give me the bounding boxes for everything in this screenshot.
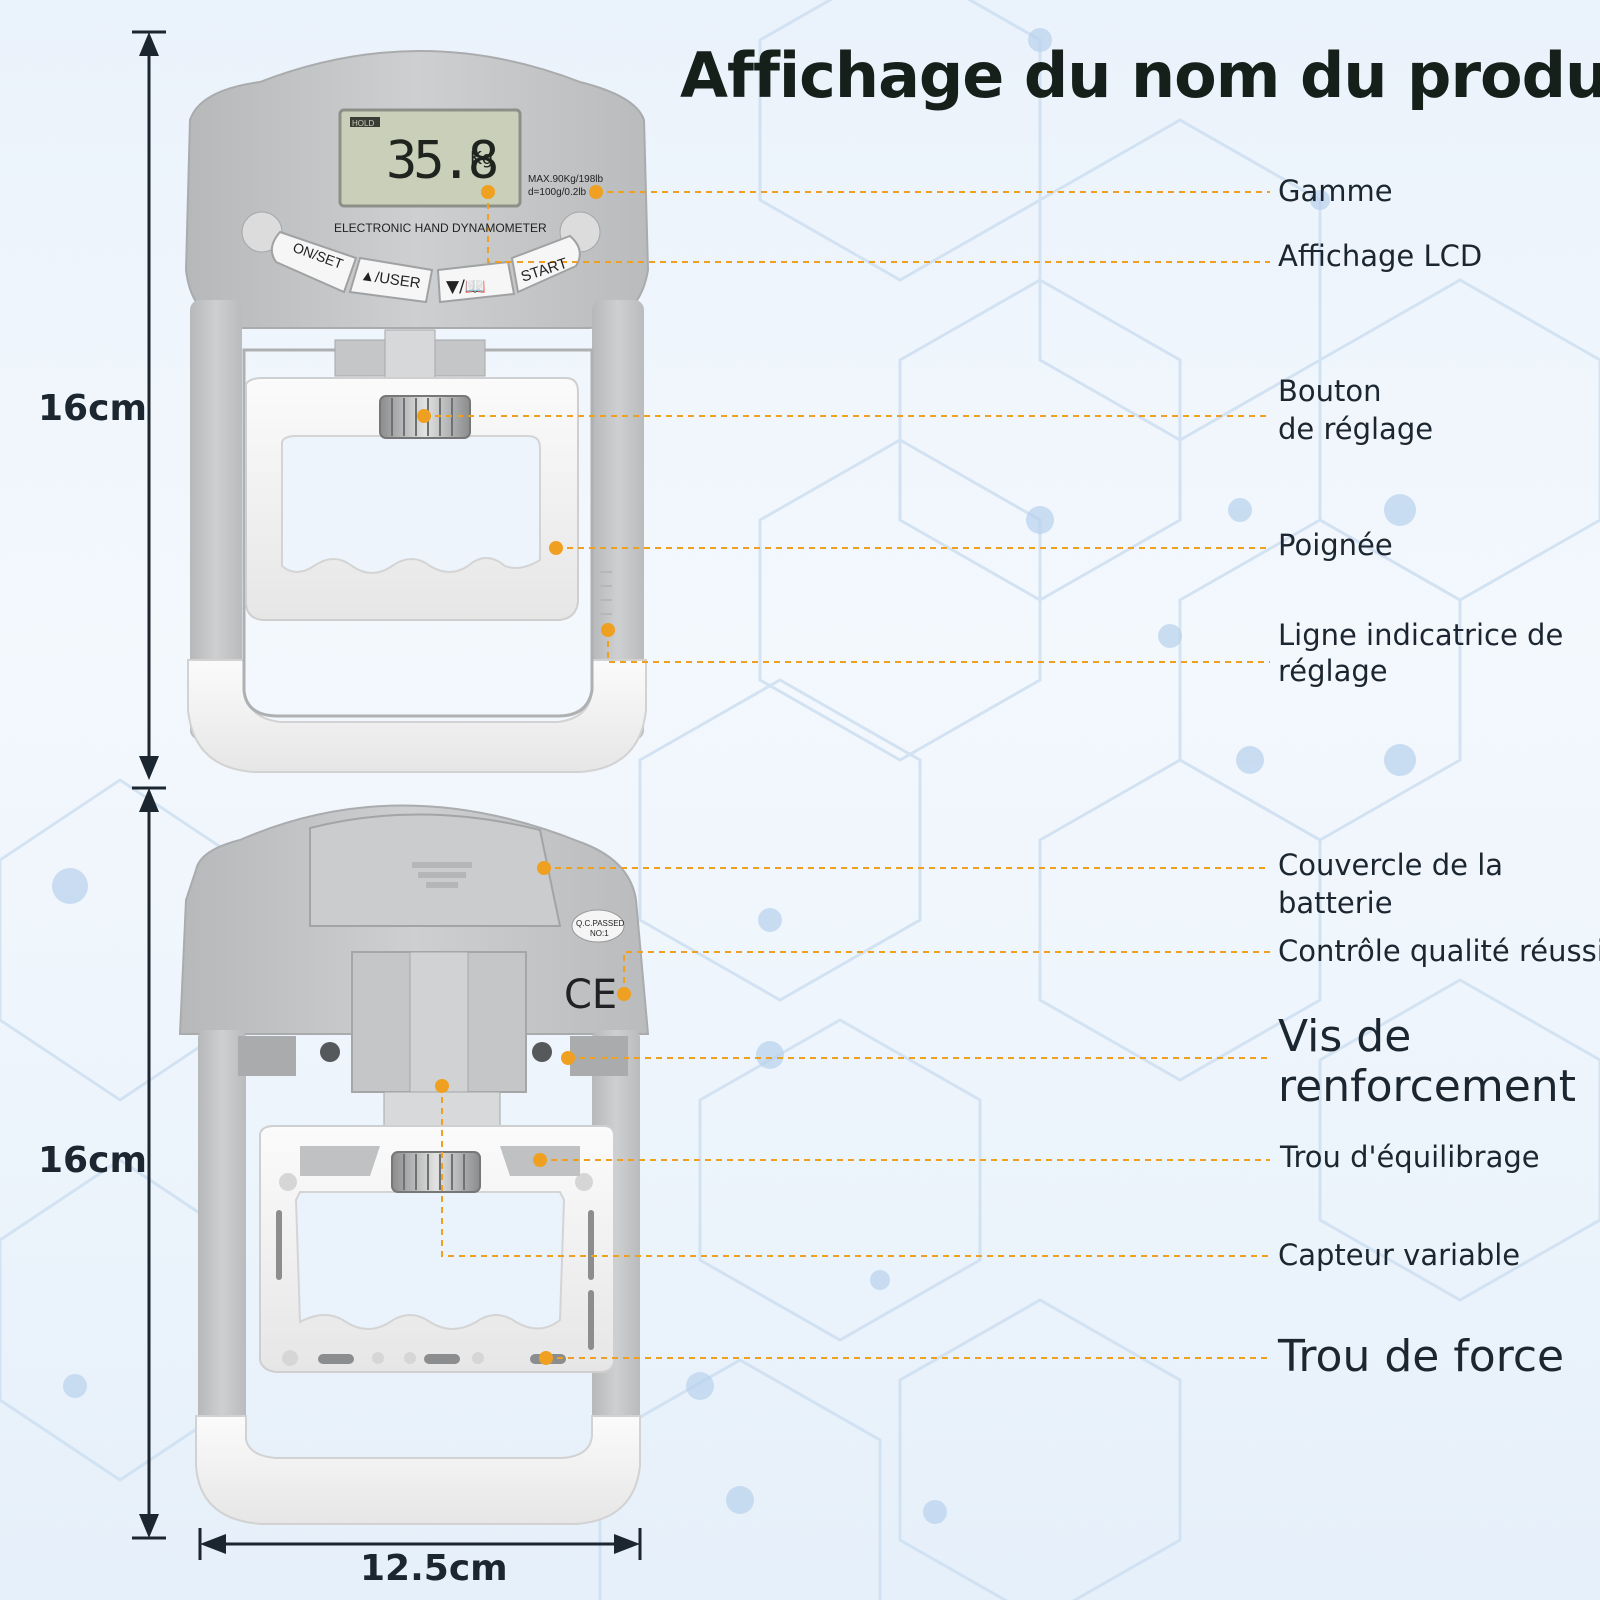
range-spec-line2: d=100g/0.2lb (528, 187, 587, 198)
height-top-label: 16cm (38, 388, 147, 429)
qc-line2: NO:1 (590, 929, 609, 938)
button-down-manual: ▼/📖 (446, 277, 486, 297)
device-front (184, 50, 650, 773)
label-poignee: Poignée (1278, 528, 1393, 562)
lcd-reading: 35.8 (386, 131, 496, 191)
label-vis-line2: renforcement (1278, 1061, 1576, 1112)
lcd-screen (338, 108, 522, 208)
label-ligne-line2: réglage (1278, 654, 1388, 688)
label-bouton-line1: Bouton (1278, 374, 1382, 408)
control-buttons (270, 230, 581, 304)
label-vis-line1: Vis de (1278, 1011, 1412, 1062)
qc-sticker (571, 909, 625, 943)
model-name: ELECTRONIC HAND DYNAMOMETER (334, 221, 547, 235)
label-capteur: Capteur variable (1278, 1238, 1521, 1272)
label-trou-equilibrage: Trou d'équilibrage (1280, 1140, 1540, 1174)
height-bottom-label: 16cm (38, 1140, 147, 1181)
qc-line1: Q.C.PASSED (576, 919, 625, 928)
label-lcd: Affichage LCD (1278, 239, 1483, 273)
label-gamme: Gamme (1278, 174, 1393, 208)
hexagon-nodes (52, 28, 1416, 1524)
ce-mark-icon: CE (564, 972, 617, 1018)
label-couvercle-line2: batterie (1278, 886, 1393, 920)
label-couvercle-line1: Couvercle de la (1278, 848, 1504, 882)
callout-dots (417, 185, 631, 1365)
width-label: 12.5cm (360, 1548, 508, 1589)
device-back (178, 804, 650, 1525)
page-title: Affichage du nom du produit (680, 39, 1600, 112)
lcd-unit: Kg (470, 148, 493, 169)
label-bouton-line2: de réglage (1278, 412, 1434, 446)
lcd-hold-label: HOLD (352, 119, 374, 128)
leader-lines (424, 191, 1270, 1359)
label-trou-force: Trou de force (1278, 1331, 1565, 1382)
dimension-arrows (132, 30, 642, 1560)
label-controle: Contrôle qualité réussi (1278, 934, 1600, 968)
label-ligne-line1: Ligne indicatrice de (1278, 618, 1564, 652)
battery-cover (309, 813, 562, 927)
range-spec-line1: MAX.90Kg/198lb (528, 174, 603, 185)
